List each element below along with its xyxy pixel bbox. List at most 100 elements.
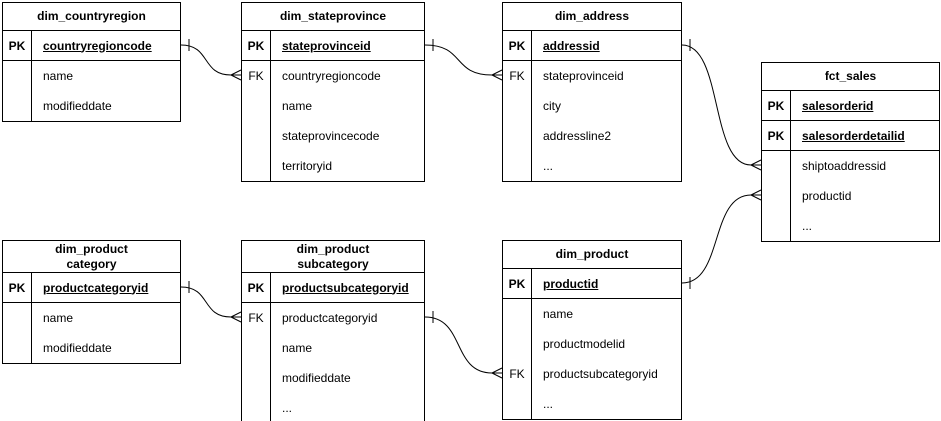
entity-title: dim_product category <box>3 241 180 273</box>
attribute-row: name <box>242 91 424 121</box>
pk-field-name: addressid <box>543 38 600 53</box>
pk-field-name: productcategoryid <box>43 280 149 295</box>
many-cardinality-mark <box>230 316 242 323</box>
pk-badge: PK <box>242 273 271 302</box>
field-name: countryregioncode <box>282 69 381 83</box>
key-column-spacer <box>503 389 532 419</box>
pk-badge: PK <box>503 31 532 60</box>
many-cardinality-mark <box>491 372 503 379</box>
field-name: productmodelid <box>543 337 626 351</box>
key-column-spacer <box>503 329 532 359</box>
key-column-spacer <box>503 91 532 121</box>
relationship-dim_address.addressid-fct_sales.shiptoaddressid[interactable] <box>681 39 762 171</box>
entity-title: dim_stateprovince <box>242 3 424 31</box>
attribute-row: stateprovincecode <box>242 121 424 151</box>
fk-badge: FK <box>242 61 271 91</box>
attribute-row: productid <box>762 181 939 211</box>
field-name: stateprovinceid <box>543 69 624 83</box>
fk-badge: FK <box>503 61 532 91</box>
attribute-row: name <box>242 333 424 363</box>
key-column-spacer <box>3 303 32 333</box>
entity-title: dim_address <box>503 3 681 31</box>
field-name: name <box>543 307 574 321</box>
relationship-dim_stateprovince.stateprovinceid-dim_address.stateprovinceid[interactable] <box>424 39 503 81</box>
pk-field-name: countryregioncode <box>43 38 152 53</box>
relationship-dim_productsubcategory.productsubcategoryid-dim_product.productsubcategoryid[interactable] <box>424 311 503 379</box>
primary-key-row: PK salesorderdetailid <box>762 121 939 151</box>
field-name: ... <box>543 159 554 173</box>
fk-badge: FK <box>503 359 532 389</box>
attribute-row: modifieddate <box>3 91 180 121</box>
attribute-row: territoryid <box>242 151 424 181</box>
attribute-row: city <box>503 91 681 121</box>
field-name: productcategoryid <box>282 311 378 325</box>
attribute-row: name <box>503 299 681 329</box>
attribute-row: ... <box>242 393 424 421</box>
field-name: name <box>282 341 313 355</box>
field-name: name <box>43 311 74 325</box>
field-name: modifieddate <box>43 99 112 113</box>
entity-title: dim_countryregion <box>3 3 180 31</box>
key-column-spacer <box>503 151 532 181</box>
primary-key-row: PK countryregioncode <box>3 31 180 61</box>
key-column-spacer <box>3 91 32 121</box>
many-cardinality-mark <box>750 189 762 196</box>
key-column-spacer <box>3 61 32 91</box>
key-column-spacer <box>762 211 791 241</box>
field-name: name <box>43 69 74 83</box>
pk-badge: PK <box>242 31 271 60</box>
field-name: productid <box>802 189 852 203</box>
pk-badge: PK <box>503 269 532 298</box>
attribute-row: ... <box>762 211 939 241</box>
primary-key-row: PK addressid <box>503 31 681 61</box>
attribute-row: modifieddate <box>3 333 180 363</box>
field-name: name <box>282 99 313 113</box>
key-column-spacer <box>242 121 271 151</box>
key-column-spacer <box>762 181 791 211</box>
pk-badge: PK <box>762 121 791 150</box>
field-name: modifieddate <box>282 371 351 385</box>
key-column-spacer <box>242 91 271 121</box>
entity-title: dim_product <box>503 241 681 269</box>
key-column-spacer <box>762 151 791 181</box>
key-column-spacer <box>242 333 271 363</box>
relationship-dim_product.productid-fct_sales.productid[interactable] <box>681 189 762 289</box>
field-name: addressline2 <box>543 129 612 143</box>
many-cardinality-mark <box>230 69 242 76</box>
field-name: ... <box>282 401 293 415</box>
pk-field-name: productsubcategoryid <box>282 280 409 295</box>
key-column-spacer <box>3 333 32 363</box>
field-name: stateprovincecode <box>282 129 380 143</box>
primary-key-row: PK stateprovinceid <box>242 31 424 61</box>
many-cardinality-mark <box>491 69 503 76</box>
relationship-dim_countryregion.countryregioncode-dim_stateprovince.countryregioncode[interactable] <box>180 39 242 81</box>
field-name: city <box>543 99 561 113</box>
many-cardinality-mark <box>230 311 242 318</box>
pk-field-name: salesorderdetailid <box>802 128 905 143</box>
attribute-row: FK productcategoryid <box>242 303 424 333</box>
attribute-row: FK countryregioncode <box>242 61 424 91</box>
pk-badge: PK <box>3 31 32 60</box>
fk-badge: FK <box>242 303 271 333</box>
entity-title: dim_product subcategory <box>242 241 424 273</box>
field-name: territoryid <box>282 159 333 173</box>
field-name: shiptoaddressid <box>802 159 887 173</box>
field-name: modifieddate <box>43 341 112 355</box>
pk-badge: PK <box>3 273 32 302</box>
entity-title: fct_sales <box>762 63 939 91</box>
key-column-spacer <box>503 299 532 329</box>
pk-field-name: stateprovinceid <box>282 38 371 53</box>
many-cardinality-mark <box>491 74 503 81</box>
many-cardinality-mark <box>750 194 762 201</box>
relationship-dim_productcategory.productcategoryid-dim_productsubcategory.productcategoryid[interactable] <box>180 281 242 323</box>
many-cardinality-mark <box>491 367 503 374</box>
